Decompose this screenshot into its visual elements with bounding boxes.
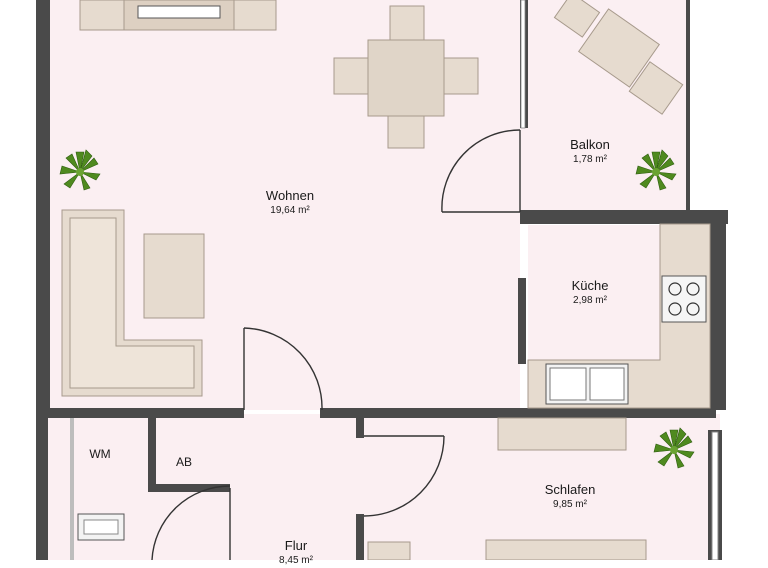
balcony-furniture — [553, 0, 684, 115]
room-name: AB — [175, 455, 192, 469]
room-area: 19,64 m² — [270, 205, 310, 216]
room-name: Schlafen — [544, 482, 596, 497]
stove-icon — [668, 282, 700, 316]
room-name: Küche — [571, 278, 609, 293]
room-label-balkon: Balkon 1,78 m² — [550, 137, 630, 167]
room-area: 2,98 m² — [573, 295, 607, 306]
room-area: 1,78 m² — [573, 154, 607, 165]
kitchen-counter — [527, 223, 711, 409]
room-label-kueche: Küche 2,98 m² — [550, 278, 630, 308]
room-label-flur: Flur 8,45 m² — [256, 538, 336, 568]
room-name: Balkon — [570, 137, 610, 152]
room-name: Flur — [284, 538, 308, 553]
room-name: Wohnen — [265, 188, 315, 203]
room-name: WM — [89, 447, 111, 461]
room-area: 9,85 m² — [553, 499, 587, 510]
room-area: 8,45 m² — [279, 555, 313, 566]
room-label-wohnen: Wohnen 19,64 m² — [240, 188, 340, 218]
walls — [36, 0, 728, 560]
room-label-ab: AB — [164, 454, 204, 470]
room-label-schlafen: Schlafen 9,85 m² — [530, 482, 610, 512]
dining-table — [333, 5, 479, 149]
bedroom-furniture — [367, 417, 647, 561]
sideboard — [79, 0, 277, 31]
sofa — [61, 209, 205, 397]
room-label-wm: WM — [80, 446, 120, 462]
sink-icon — [545, 363, 629, 405]
